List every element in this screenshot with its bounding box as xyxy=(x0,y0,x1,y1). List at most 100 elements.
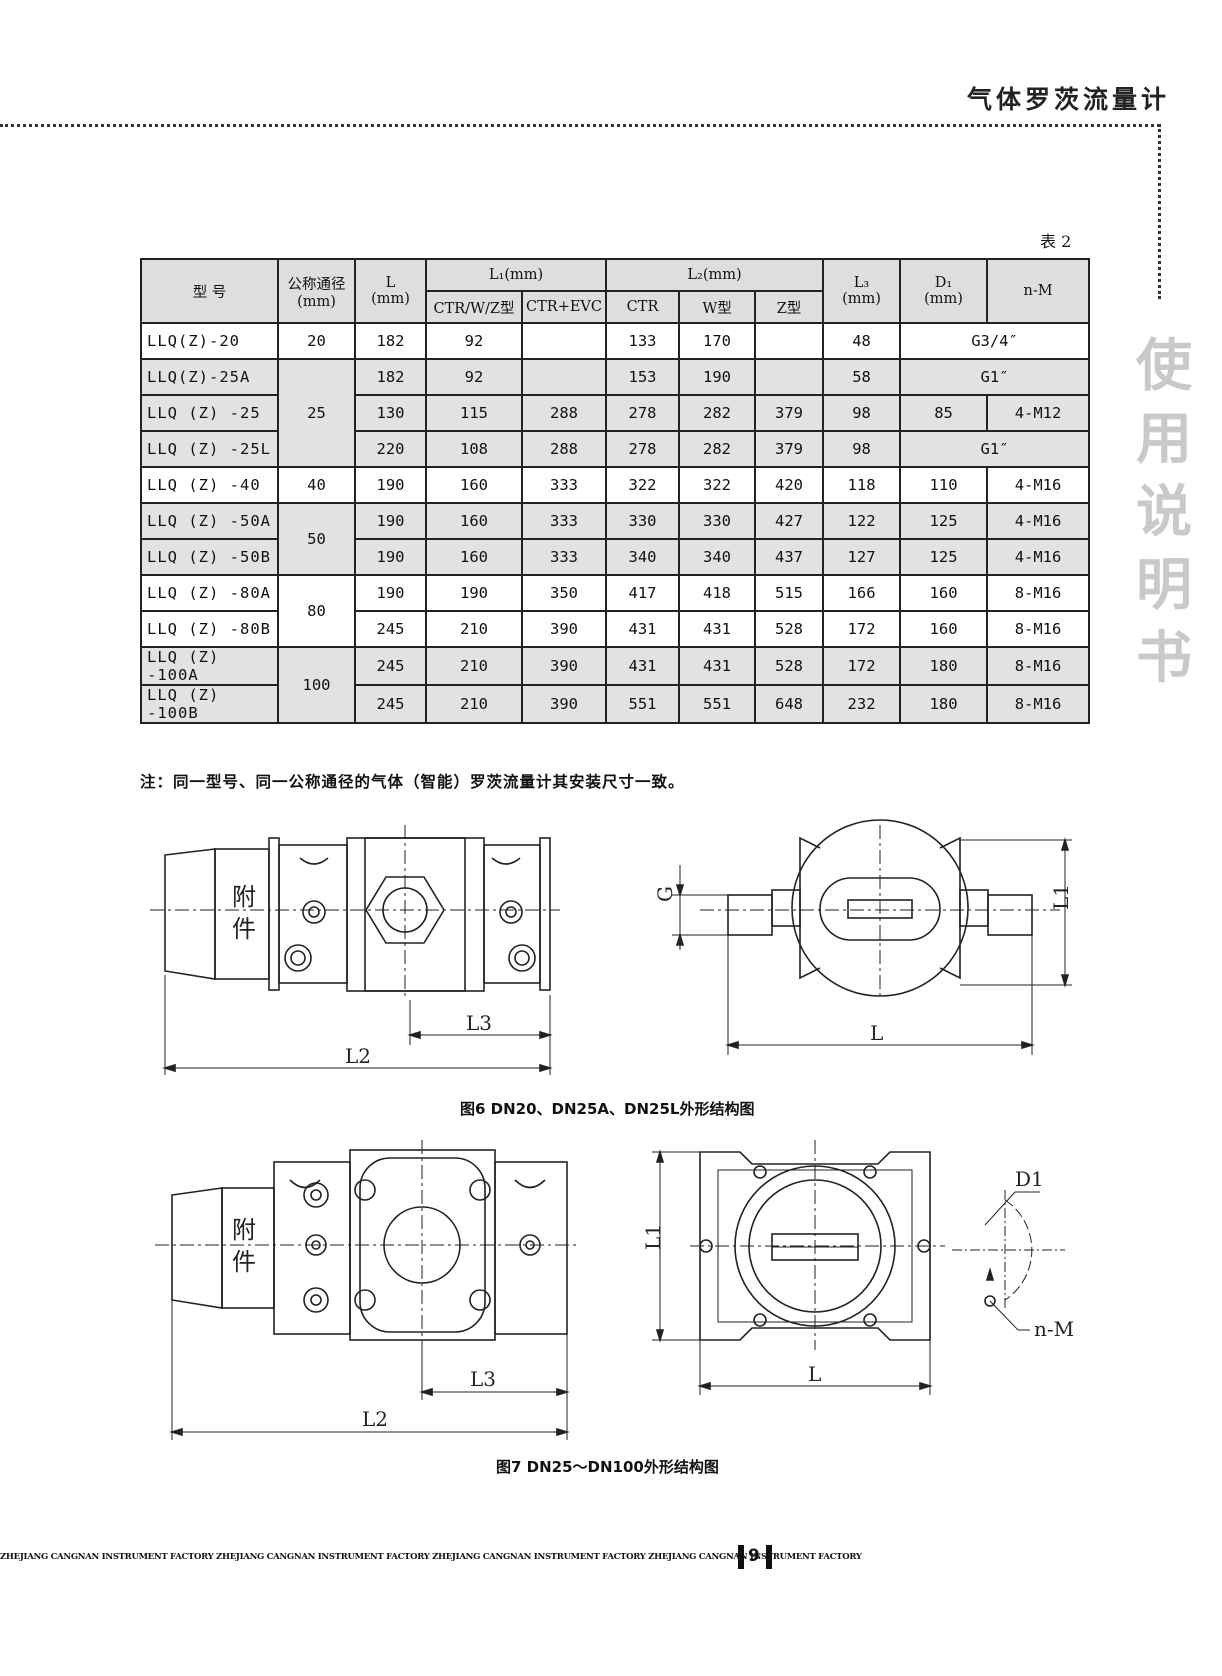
cell-l2-z xyxy=(754,322,825,360)
cell-L: 190 xyxy=(354,502,427,540)
cell-l1-ctr: 160 xyxy=(425,538,523,576)
cell-l1-evc: 288 xyxy=(520,394,608,432)
cell-nm: 4-M12 xyxy=(986,394,1091,432)
header-L1: L₁(mm) xyxy=(424,258,608,292)
header-L3-label: L₃ xyxy=(853,275,870,291)
cell-L: 190 xyxy=(354,466,427,504)
cell-dn: 100 xyxy=(277,646,356,724)
fig7-l2-label: L2 xyxy=(362,1407,388,1431)
cell-d1: G3/4″ xyxy=(899,322,1091,360)
side-title-char: 明 xyxy=(1136,553,1192,618)
cell-l2-z: 379 xyxy=(754,394,825,432)
fig6-side-view xyxy=(150,825,560,1075)
cell-l1-evc: 288 xyxy=(520,430,608,468)
cell-d1: 125 xyxy=(899,502,989,540)
cell-l1-ctr: 115 xyxy=(425,394,523,432)
cell-l2-ctr: 278 xyxy=(605,394,681,432)
cell-l2-w: 190 xyxy=(678,358,757,396)
header-L2-ctr: CTR xyxy=(605,290,681,324)
cell-l2-z: 427 xyxy=(754,502,825,540)
cell-model: LLQ (Z) -100A xyxy=(140,646,279,686)
cell-l2-w: 322 xyxy=(678,466,757,504)
fig7-l-label: L xyxy=(808,1362,821,1386)
cell-nm: 8-M16 xyxy=(986,574,1091,612)
page-number: 9 xyxy=(748,1546,760,1566)
cell-l1-evc: 390 xyxy=(520,684,608,724)
cell-L: 182 xyxy=(354,358,427,396)
fig7-d1-label: D1 xyxy=(1015,1167,1044,1191)
header-nM: n-M xyxy=(986,258,1091,324)
cell-model: LLQ (Z) -50A xyxy=(140,502,279,540)
cell-dn: 40 xyxy=(277,466,356,504)
fig6-l1-label: L1 xyxy=(1049,884,1073,910)
header-nominal-diameter: 公称通径(mm) xyxy=(277,258,356,324)
header-L-label: L xyxy=(385,275,396,291)
table-label: 表 2 xyxy=(1040,232,1072,251)
cell-l2-w: 431 xyxy=(678,610,757,648)
fig7-accessory-label: 件 xyxy=(232,1248,256,1276)
cell-d1: G1″ xyxy=(899,358,1091,396)
cell-l2-ctr: 431 xyxy=(605,610,681,648)
cell-L: 245 xyxy=(354,684,427,724)
page-number-bar-right xyxy=(766,1545,772,1569)
cell-l3: 172 xyxy=(822,610,902,648)
cell-l3: 232 xyxy=(822,684,902,724)
cell-l1-ctr: 190 xyxy=(425,574,523,612)
fig6-end-view xyxy=(672,819,1072,1055)
cell-dn: 25 xyxy=(277,358,356,468)
fig7-l3-label: L3 xyxy=(470,1367,496,1391)
cell-L: 245 xyxy=(354,646,427,686)
cell-l2-w: 340 xyxy=(678,538,757,576)
cell-nm: 8-M16 xyxy=(986,646,1091,686)
cell-l2-z: 379 xyxy=(754,430,825,468)
table-row: LLQ (Z) -100B 245 210 390 551 551 648 23… xyxy=(140,684,1091,724)
cell-L: 190 xyxy=(354,574,427,612)
header-D1-label: D₁ xyxy=(934,275,953,291)
cell-l2-z: 528 xyxy=(754,646,825,686)
cell-l1-ctr: 160 xyxy=(425,502,523,540)
header-L3-unit: (mm) xyxy=(842,291,881,307)
header-L1-ctr: CTR/W/Z型 xyxy=(425,290,523,324)
cell-l2-z: 437 xyxy=(754,538,825,576)
cell-l1-ctr: 92 xyxy=(425,322,523,360)
header-nominal-label: 公称通径 xyxy=(287,276,346,293)
cell-L: 130 xyxy=(354,394,427,432)
cell-model: LLQ (Z) -80B xyxy=(140,610,279,648)
cell-d1: 110 xyxy=(899,466,989,504)
cell-l2-w: 431 xyxy=(678,646,757,686)
cell-l2-w: 330 xyxy=(678,502,757,540)
cell-l2-z: 420 xyxy=(754,466,825,504)
header-L3: L₃(mm) xyxy=(822,258,902,324)
cell-model: LLQ (Z) -100B xyxy=(140,684,279,724)
cell-l2-w: 282 xyxy=(678,430,757,468)
cell-l1-evc: 333 xyxy=(520,502,608,540)
side-title: 使 用 说 明 书 xyxy=(1124,330,1204,695)
table-row: LLQ(Z)-25A 25 182 92 153 190 58 G1″ xyxy=(140,358,1091,468)
page-number-bar-left xyxy=(738,1545,744,1569)
header-L2-z: Z型 xyxy=(754,290,825,324)
table-row: LLQ (Z) -80B 245 210 390 431 431 528 172… xyxy=(140,610,1091,648)
cell-model: LLQ(Z)-20 xyxy=(140,322,279,360)
table-row: LLQ (Z) -100A 100 245 210 390 431 431 52… xyxy=(140,646,1091,724)
header-D1-unit: (mm) xyxy=(924,291,963,307)
fig6-g-label: G xyxy=(653,886,677,902)
side-title-char: 使 xyxy=(1136,334,1192,399)
cell-dn: 80 xyxy=(277,574,356,648)
fig7-accessory-label: 附 xyxy=(232,1216,256,1244)
cell-l2-ctr: 330 xyxy=(605,502,681,540)
cell-l1-evc: 350 xyxy=(520,574,608,612)
cell-d1: G1″ xyxy=(899,430,1091,468)
cell-d1: 180 xyxy=(899,646,989,686)
cell-l2-w: 551 xyxy=(678,684,757,724)
table-row: LLQ (Z) -50A 50 190 160 333 330 330 427 … xyxy=(140,502,1091,576)
table-row: LLQ (Z) -50B 190 160 333 340 340 437 127… xyxy=(140,538,1091,576)
cell-l1-ctr: 210 xyxy=(425,646,523,686)
cell-l3: 58 xyxy=(822,358,902,396)
header-L: L(mm) xyxy=(354,258,427,324)
cell-d1: 125 xyxy=(899,538,989,576)
cell-l1-evc: 390 xyxy=(520,646,608,686)
cell-l1-evc: 333 xyxy=(520,466,608,504)
cell-l2-ctr: 551 xyxy=(605,684,681,724)
cell-l2-z: 528 xyxy=(754,610,825,648)
cell-l3: 122 xyxy=(822,502,902,540)
